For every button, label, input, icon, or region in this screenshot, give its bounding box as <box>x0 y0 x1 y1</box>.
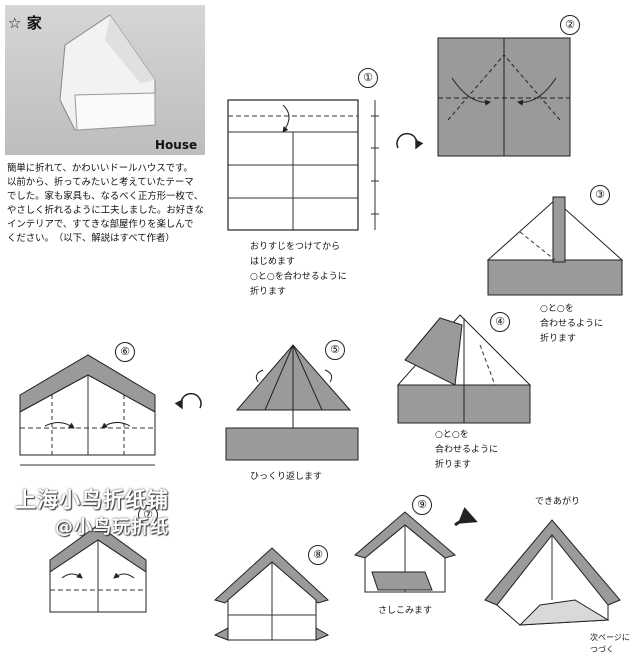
watermark-line-2: @小鸟玩折纸 <box>55 517 169 538</box>
intro-line: やさしく折れるように工夫しました。お好きな <box>7 205 204 216</box>
step5-caption: ひっくり返します <box>250 472 323 482</box>
step1-diagram <box>227 99 379 231</box>
step5-diagram <box>225 344 359 461</box>
caption-line: はじめます <box>250 257 296 267</box>
step9-diagram <box>353 511 457 593</box>
intro-text: 簡単に折れて、かわいいドールハウスです。 以前から、折ってみたいと考えていたテー… <box>7 162 222 246</box>
intro-line: 以前から、折ってみたいと考えていたテーマ <box>7 177 194 188</box>
next-page-line: 次ページに <box>590 633 630 642</box>
caption-line: ○と○を <box>540 304 574 314</box>
step-number-6: ⑥ <box>115 342 135 362</box>
turn-over-icon <box>396 132 424 150</box>
turn-over-icon-2 <box>174 392 202 410</box>
step8-diagram <box>213 547 330 641</box>
step9-caption: さしこみます <box>378 606 433 616</box>
title-text: 家 <box>26 14 42 32</box>
intro-line: 簡単に折れて、かわいいドールハウスです。 <box>7 163 193 174</box>
step-number-1: ① <box>358 68 378 88</box>
caption-line: ○と○を合わせるように <box>250 272 347 282</box>
house-label: House <box>155 138 198 152</box>
caption-line: 折ります <box>435 460 472 470</box>
star-icon: ☆ <box>8 14 22 32</box>
caption-line: おりすじをつけてから <box>250 242 341 252</box>
caption-line: 合わせるように <box>540 319 604 329</box>
intro-line: でした。家も家具も、なるべく正方形一枚で、 <box>7 191 204 202</box>
watermark-line-1: 上海小鸟折纸铺 <box>15 488 169 512</box>
step2-diagram <box>437 37 571 157</box>
step4-caption: ○と○を 合わせるように 折ります <box>435 428 498 473</box>
step-number-4: ④ <box>490 312 510 332</box>
step-number-2: ② <box>560 15 580 35</box>
house-photo <box>5 5 205 155</box>
photo-house-model <box>59 14 156 131</box>
step-number-5: ⑤ <box>325 340 345 360</box>
page-title: ☆ 家 <box>8 12 42 33</box>
caption-line: ○と○を <box>435 430 469 440</box>
step1-caption: おりすじをつけてから はじめます ○と○を合わせるように 折ります <box>250 240 347 300</box>
step-number-8: ⑧ <box>308 545 328 565</box>
step3-caption: ○と○を 合わせるように 折ります <box>540 302 603 347</box>
finished-house-diagram <box>484 519 621 626</box>
caption-line: 合わせるように <box>435 445 499 455</box>
finished-label: できあがり <box>535 497 581 507</box>
step6-diagram <box>19 354 156 466</box>
caption-line: 折ります <box>540 334 577 344</box>
step-number-3: ③ <box>590 185 610 205</box>
intro-line: インテリアで、すてきな部屋作りを楽しんで <box>7 219 194 230</box>
step-number-9: ⑨ <box>412 495 432 515</box>
caption-line: 折ります <box>250 287 287 297</box>
intro-line: ください。 （以下、解説はすべて作者） <box>7 233 175 244</box>
step7-diagram <box>49 524 147 613</box>
step3-diagram <box>486 196 624 296</box>
next-page-note: 次ページに つづく <box>590 632 630 656</box>
step4-diagram <box>396 314 532 424</box>
step-number-7: ⑦ <box>138 505 158 525</box>
next-arrow-icon <box>454 507 478 527</box>
next-page-line: つづく <box>590 645 614 654</box>
